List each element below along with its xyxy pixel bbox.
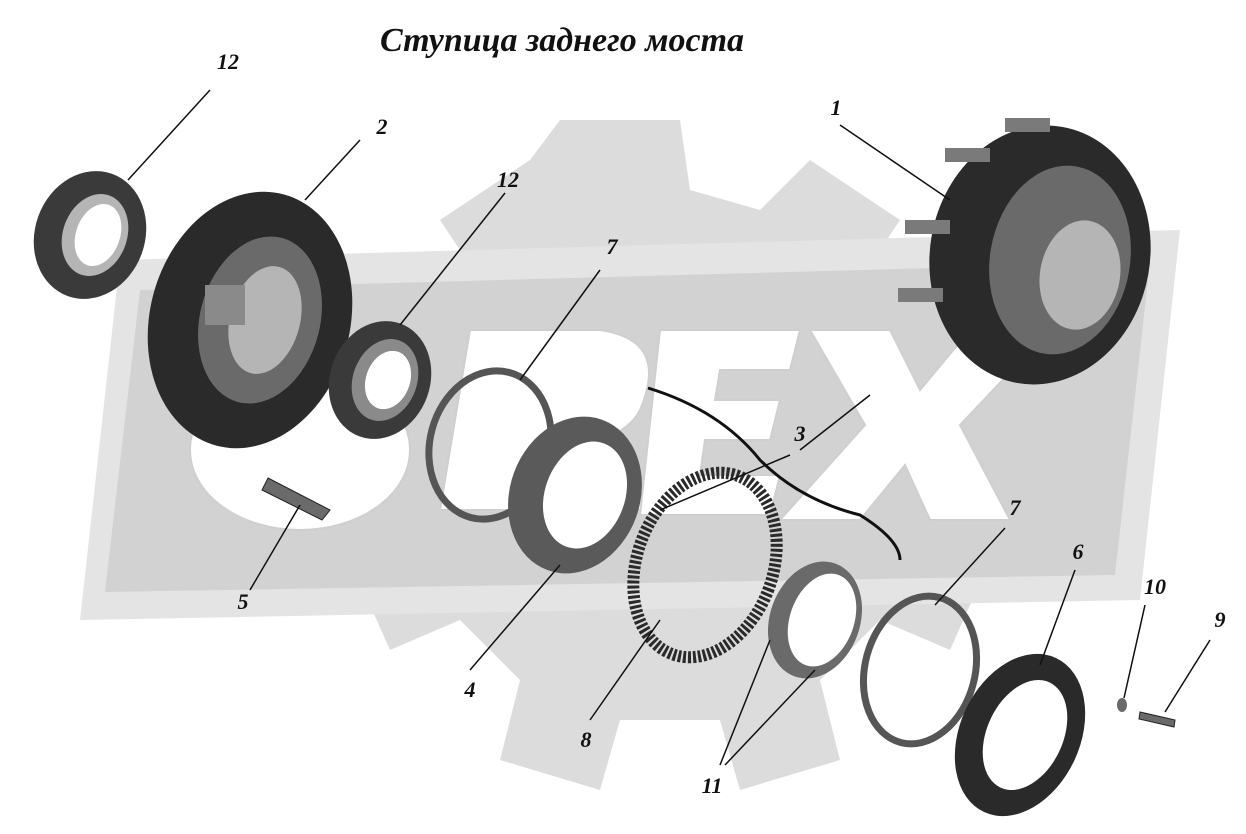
part-1-hub-assembly	[898, 118, 1151, 385]
callout-12-left: 12	[217, 49, 239, 74]
page-title: Ступица заднего моста	[379, 22, 745, 59]
leader-lines	[127, 89, 1211, 766]
part-10-washer	[1117, 698, 1127, 712]
callout-5: 5	[237, 589, 249, 614]
callout-2: 2	[376, 114, 388, 139]
callout-8: 8	[580, 727, 592, 752]
part-8-toothed-ring	[627, 466, 783, 664]
part-3-cable	[647, 386, 902, 561]
callout-4: 4	[464, 677, 476, 702]
part-12-bearing-middle	[328, 321, 432, 439]
part-12-bearing-left	[33, 171, 147, 299]
callout-11: 11	[701, 773, 723, 798]
callout-1: 1	[830, 95, 842, 120]
callout-12-middle: 12	[497, 167, 519, 192]
callout-7-right: 7	[1009, 495, 1021, 520]
callout-6: 6	[1072, 539, 1084, 564]
part-6-cover	[954, 653, 1086, 817]
callout-7-left: 7	[606, 234, 618, 259]
callout-9: 9	[1214, 607, 1226, 632]
callout-3: 3	[794, 421, 806, 446]
callout-10: 10	[1144, 574, 1166, 599]
part-2-hub	[147, 191, 353, 449]
part-11-bearing-ring	[767, 561, 863, 679]
part-9-bolt	[1138, 711, 1176, 728]
part-7-gasket-right	[859, 592, 981, 748]
part-4-seal-ring	[508, 416, 642, 574]
part-5-stud	[261, 477, 331, 521]
